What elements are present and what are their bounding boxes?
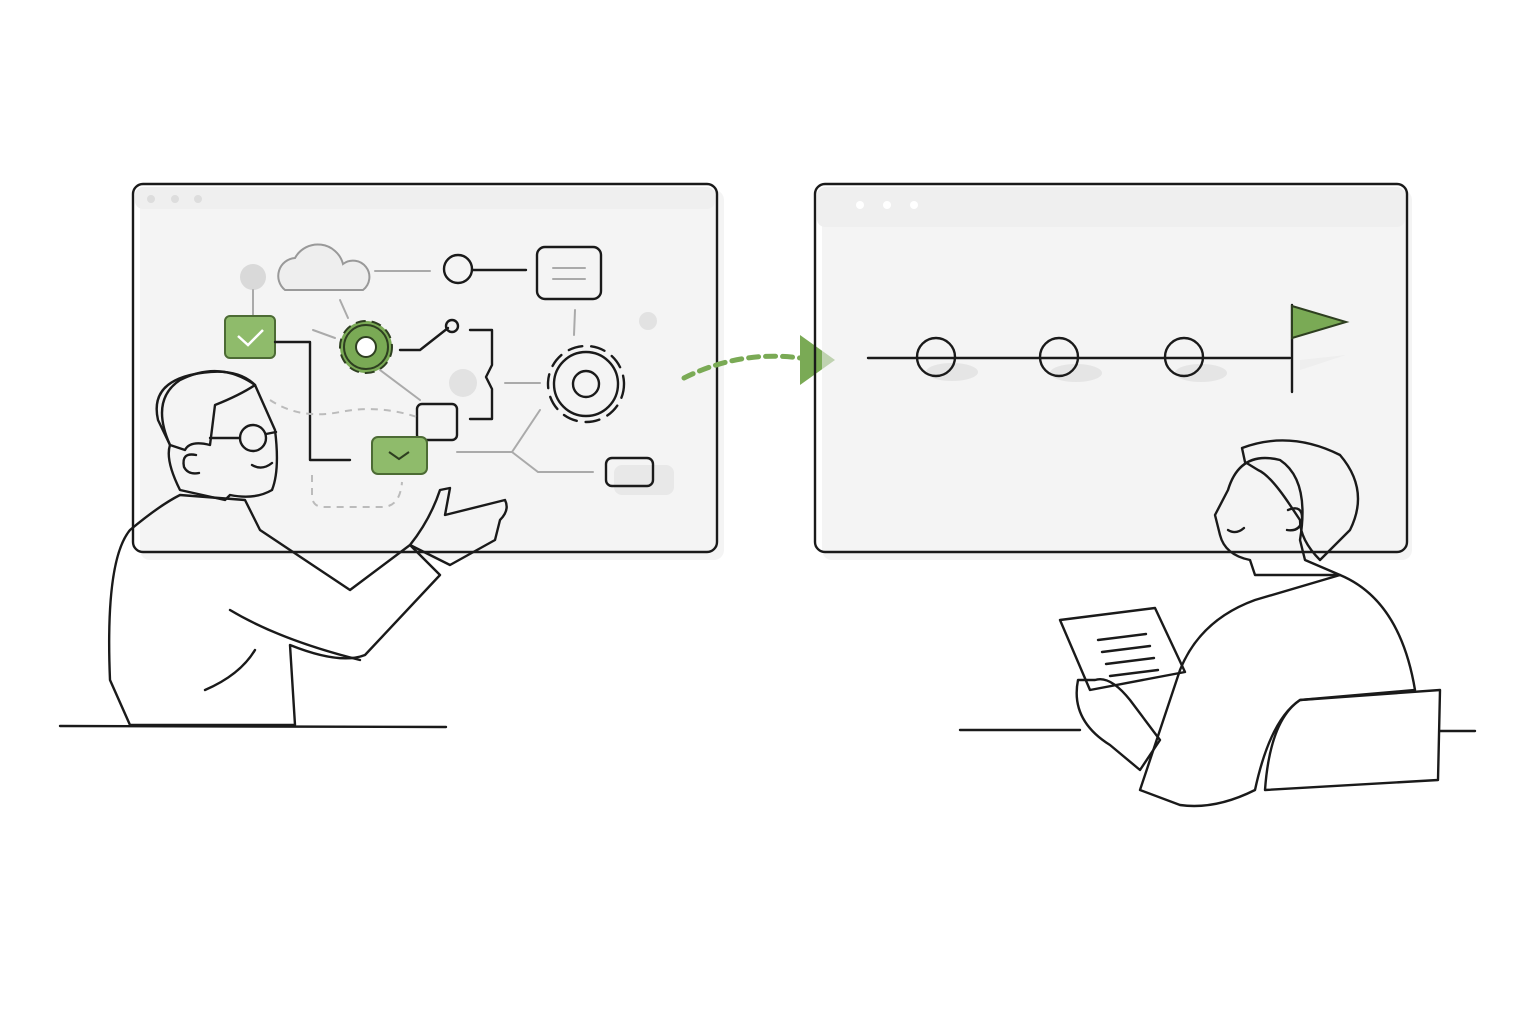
chair — [1263, 688, 1442, 792]
window-dot — [910, 201, 918, 209]
hair — [155, 370, 257, 452]
window-dot — [194, 195, 202, 203]
shirt — [107, 493, 442, 727]
timeline-step — [1163, 336, 1205, 378]
right-browser-window — [813, 182, 1412, 560]
window-dot — [883, 201, 891, 209]
presenter-person — [58, 370, 508, 729]
flag-icon — [1290, 303, 1350, 394]
progress-timeline — [866, 303, 1350, 394]
reviewer-person — [958, 439, 1477, 808]
gear-icon — [546, 344, 626, 424]
window-dot — [856, 201, 864, 209]
hair — [1240, 439, 1360, 562]
document-icon — [535, 245, 603, 301]
check-icon — [224, 315, 276, 359]
chevron-down-icon — [371, 436, 428, 475]
dashed-arrow-icon — [681, 335, 835, 385]
timeline-step — [1038, 336, 1080, 378]
timeline-step-completed — [915, 336, 957, 378]
hand — [408, 486, 508, 567]
window-title-bar — [817, 187, 1405, 227]
cloud-icon — [277, 243, 371, 291]
window-dot — [147, 195, 155, 203]
document-icon — [1058, 606, 1187, 692]
workflow-diagram — [224, 243, 674, 508]
gear-icon — [339, 320, 393, 374]
window-title-bar — [135, 187, 715, 209]
shirt — [1138, 573, 1417, 808]
window-dot — [171, 195, 179, 203]
ear — [182, 453, 201, 475]
hand — [1075, 678, 1162, 772]
ear — [1285, 507, 1304, 532]
